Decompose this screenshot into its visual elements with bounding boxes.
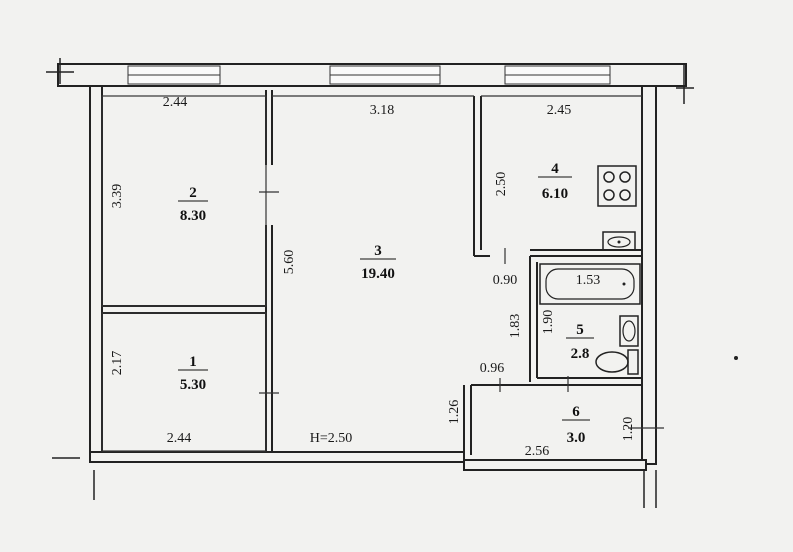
- door-markers: [259, 191, 569, 394]
- room-3-area: 19.40: [361, 266, 395, 282]
- room-3-number: 3: [374, 243, 382, 259]
- dim-door-kitchen: 0.90: [493, 273, 518, 288]
- dim-room3-height: 5.60: [282, 250, 297, 275]
- dim-room1-width: 2.44: [167, 431, 192, 446]
- room-4-area: 6.10: [542, 186, 568, 202]
- bathtub-icon: [539, 263, 641, 305]
- room-6-area: 3.0: [567, 430, 586, 446]
- dim-room4-height: 2.50: [494, 172, 509, 197]
- dim-room1-height: 2.17: [110, 351, 125, 376]
- dim-corridor-126: 1.26: [447, 400, 462, 425]
- room-2-number: 2: [189, 185, 197, 201]
- dim-room2-width: 2.44: [163, 95, 188, 110]
- dim-room2-height: 3.39: [110, 184, 125, 209]
- toilet-icon: [595, 349, 639, 375]
- dim-corridor-183: 1.83: [508, 314, 523, 339]
- dim-bath-length: 1.53: [576, 273, 601, 288]
- dim-room4-width: 2.45: [547, 103, 572, 118]
- room-1-area: 5.30: [180, 377, 206, 393]
- room-4-number: 4: [551, 161, 559, 177]
- stove-icon: [597, 165, 637, 207]
- dim-door-bath: 0.96: [480, 361, 505, 376]
- dim-room6-height: 1.20: [621, 417, 636, 442]
- dim-room3-width: 3.18: [370, 103, 395, 118]
- outer-walls: [46, 58, 694, 508]
- room-2-area: 8.30: [180, 208, 206, 224]
- room-5-number: 5: [576, 322, 584, 338]
- washbasin-icon: [619, 315, 639, 347]
- room-6-number: 6: [572, 404, 580, 420]
- kitchen-sink-icon: [602, 231, 636, 251]
- room-5-area: 2.8: [571, 346, 590, 362]
- dimension-labels: 2.44 3.39 3.18 5.60 2.45 2.50 0.90 1.53 …: [110, 95, 636, 459]
- ceiling-height-label: H=2.50: [310, 431, 353, 446]
- interior-walls: [101, 90, 642, 460]
- room-1-number: 1: [189, 354, 197, 370]
- dim-room6-width: 2.56: [525, 444, 550, 459]
- dim-bath-height: 1.90: [541, 310, 556, 335]
- room-labels: 2 8.30 1 5.30 3 19.40 4 6.10 5 2.8 6 3.0: [178, 161, 594, 446]
